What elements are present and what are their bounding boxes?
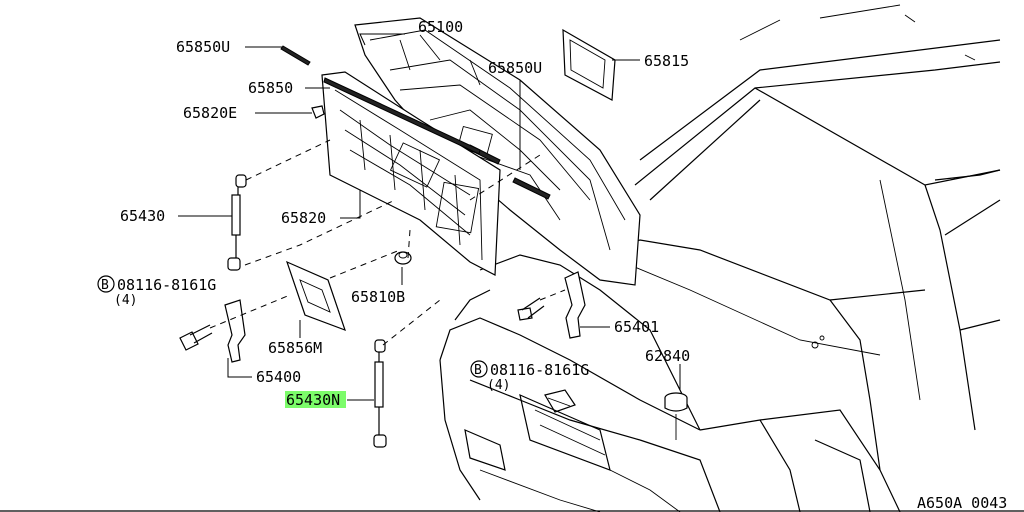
label-65820: 65820	[281, 209, 326, 227]
clip-65820E	[311, 105, 325, 119]
label-65430N: 65430N	[286, 391, 340, 409]
label-65850U-right: 65850U	[488, 59, 542, 77]
assembly-lines	[209, 139, 566, 346]
hood-strut-65430	[227, 174, 247, 271]
bolt-symbol-icon	[97, 275, 115, 293]
label-65401: 65401	[614, 318, 659, 336]
hinge-65400	[224, 299, 246, 363]
diagram-id: A650A 0043	[917, 494, 1007, 512]
weatherstrip-65850	[323, 77, 481, 155]
label-65810B: 65810B	[351, 288, 405, 306]
bolt-symbol-icon	[470, 360, 488, 378]
plate-65815	[562, 28, 616, 101]
label-bolt-left-qty: (4)	[114, 293, 137, 308]
bolt-right	[517, 297, 545, 321]
bolt-symbol-left: B	[101, 278, 109, 293]
label-65850: 65850	[248, 79, 293, 97]
label-bolt-right: 08116-8161G	[490, 361, 589, 379]
bolt-symbol-right: B	[474, 363, 482, 378]
label-65856M: 65856M	[268, 339, 322, 357]
label-65400: 65400	[256, 368, 301, 386]
bolt-left	[179, 324, 213, 351]
highlight-65430N	[285, 391, 346, 408]
label-65815: 65815	[644, 52, 689, 70]
label-65100: 65100	[418, 18, 463, 36]
bolt-ref-left: B 08116-8161G (4)	[97, 275, 216, 308]
hood-insulator	[321, 71, 501, 276]
seal-65850U-left	[280, 45, 311, 66]
hinge-65401	[564, 271, 586, 339]
bumper-62840	[664, 392, 688, 440]
label-62840: 62840	[645, 347, 690, 365]
label-bolt-right-qty: (4)	[487, 378, 510, 393]
label-65430: 65430	[120, 207, 165, 225]
label-bolt-left: 08116-8161G	[117, 276, 216, 294]
hood-seal-strip-right	[512, 177, 551, 200]
pad-65856M	[285, 260, 346, 332]
bolt-ref-right: B 08116-8161G (4)	[470, 360, 589, 393]
label-65820E: 65820E	[183, 104, 237, 122]
vehicle-body-outline	[439, 4, 1001, 512]
leader-lines	[178, 33, 681, 401]
label-65850U-left: 65850U	[176, 38, 230, 56]
hood-panel	[354, 17, 641, 286]
grommet-65810B	[394, 251, 412, 265]
hood-strut-65430N	[373, 339, 387, 448]
